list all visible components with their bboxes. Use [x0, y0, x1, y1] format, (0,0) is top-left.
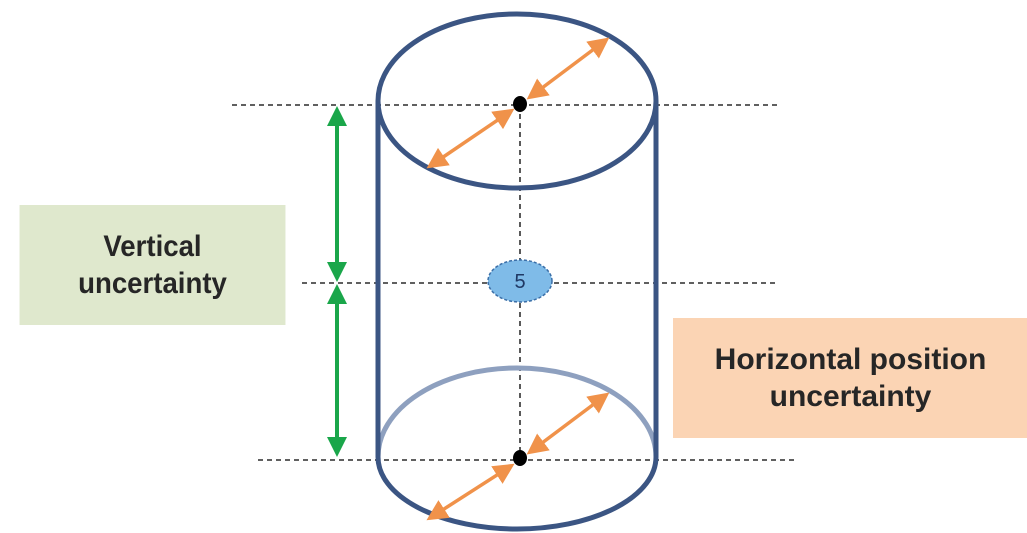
vertical-label-line-2: uncertainty — [78, 267, 227, 300]
cylinder-bottom-front-edge — [375, 456, 659, 532]
bottom-position-point — [513, 450, 527, 466]
horizontal-label-line-1: Horizontal position — [714, 342, 987, 376]
bottom-horizontal-arrow-upper — [526, 392, 610, 455]
top-horizontal-arrow-upper — [526, 37, 610, 100]
center-number: 5 — [514, 271, 525, 293]
top-position-point — [513, 96, 527, 112]
vertical-label-line-1: Vertical — [103, 229, 202, 263]
center-number-ellipse — [487, 259, 553, 303]
vertical-uncertainty-label: Vertical uncertainty — [19, 205, 286, 325]
horizontal-label-line-2: uncertainty — [769, 380, 932, 413]
horizontal-uncertainty-label: Horizontal position uncertainty — [673, 318, 1027, 438]
top-horizontal-arrow-lower — [426, 108, 515, 169]
cylinder-bottom-back-edge — [375, 365, 659, 458]
bottom-horizontal-arrow-lower — [426, 463, 515, 521]
cylinder-top-ellipse — [375, 11, 659, 191]
